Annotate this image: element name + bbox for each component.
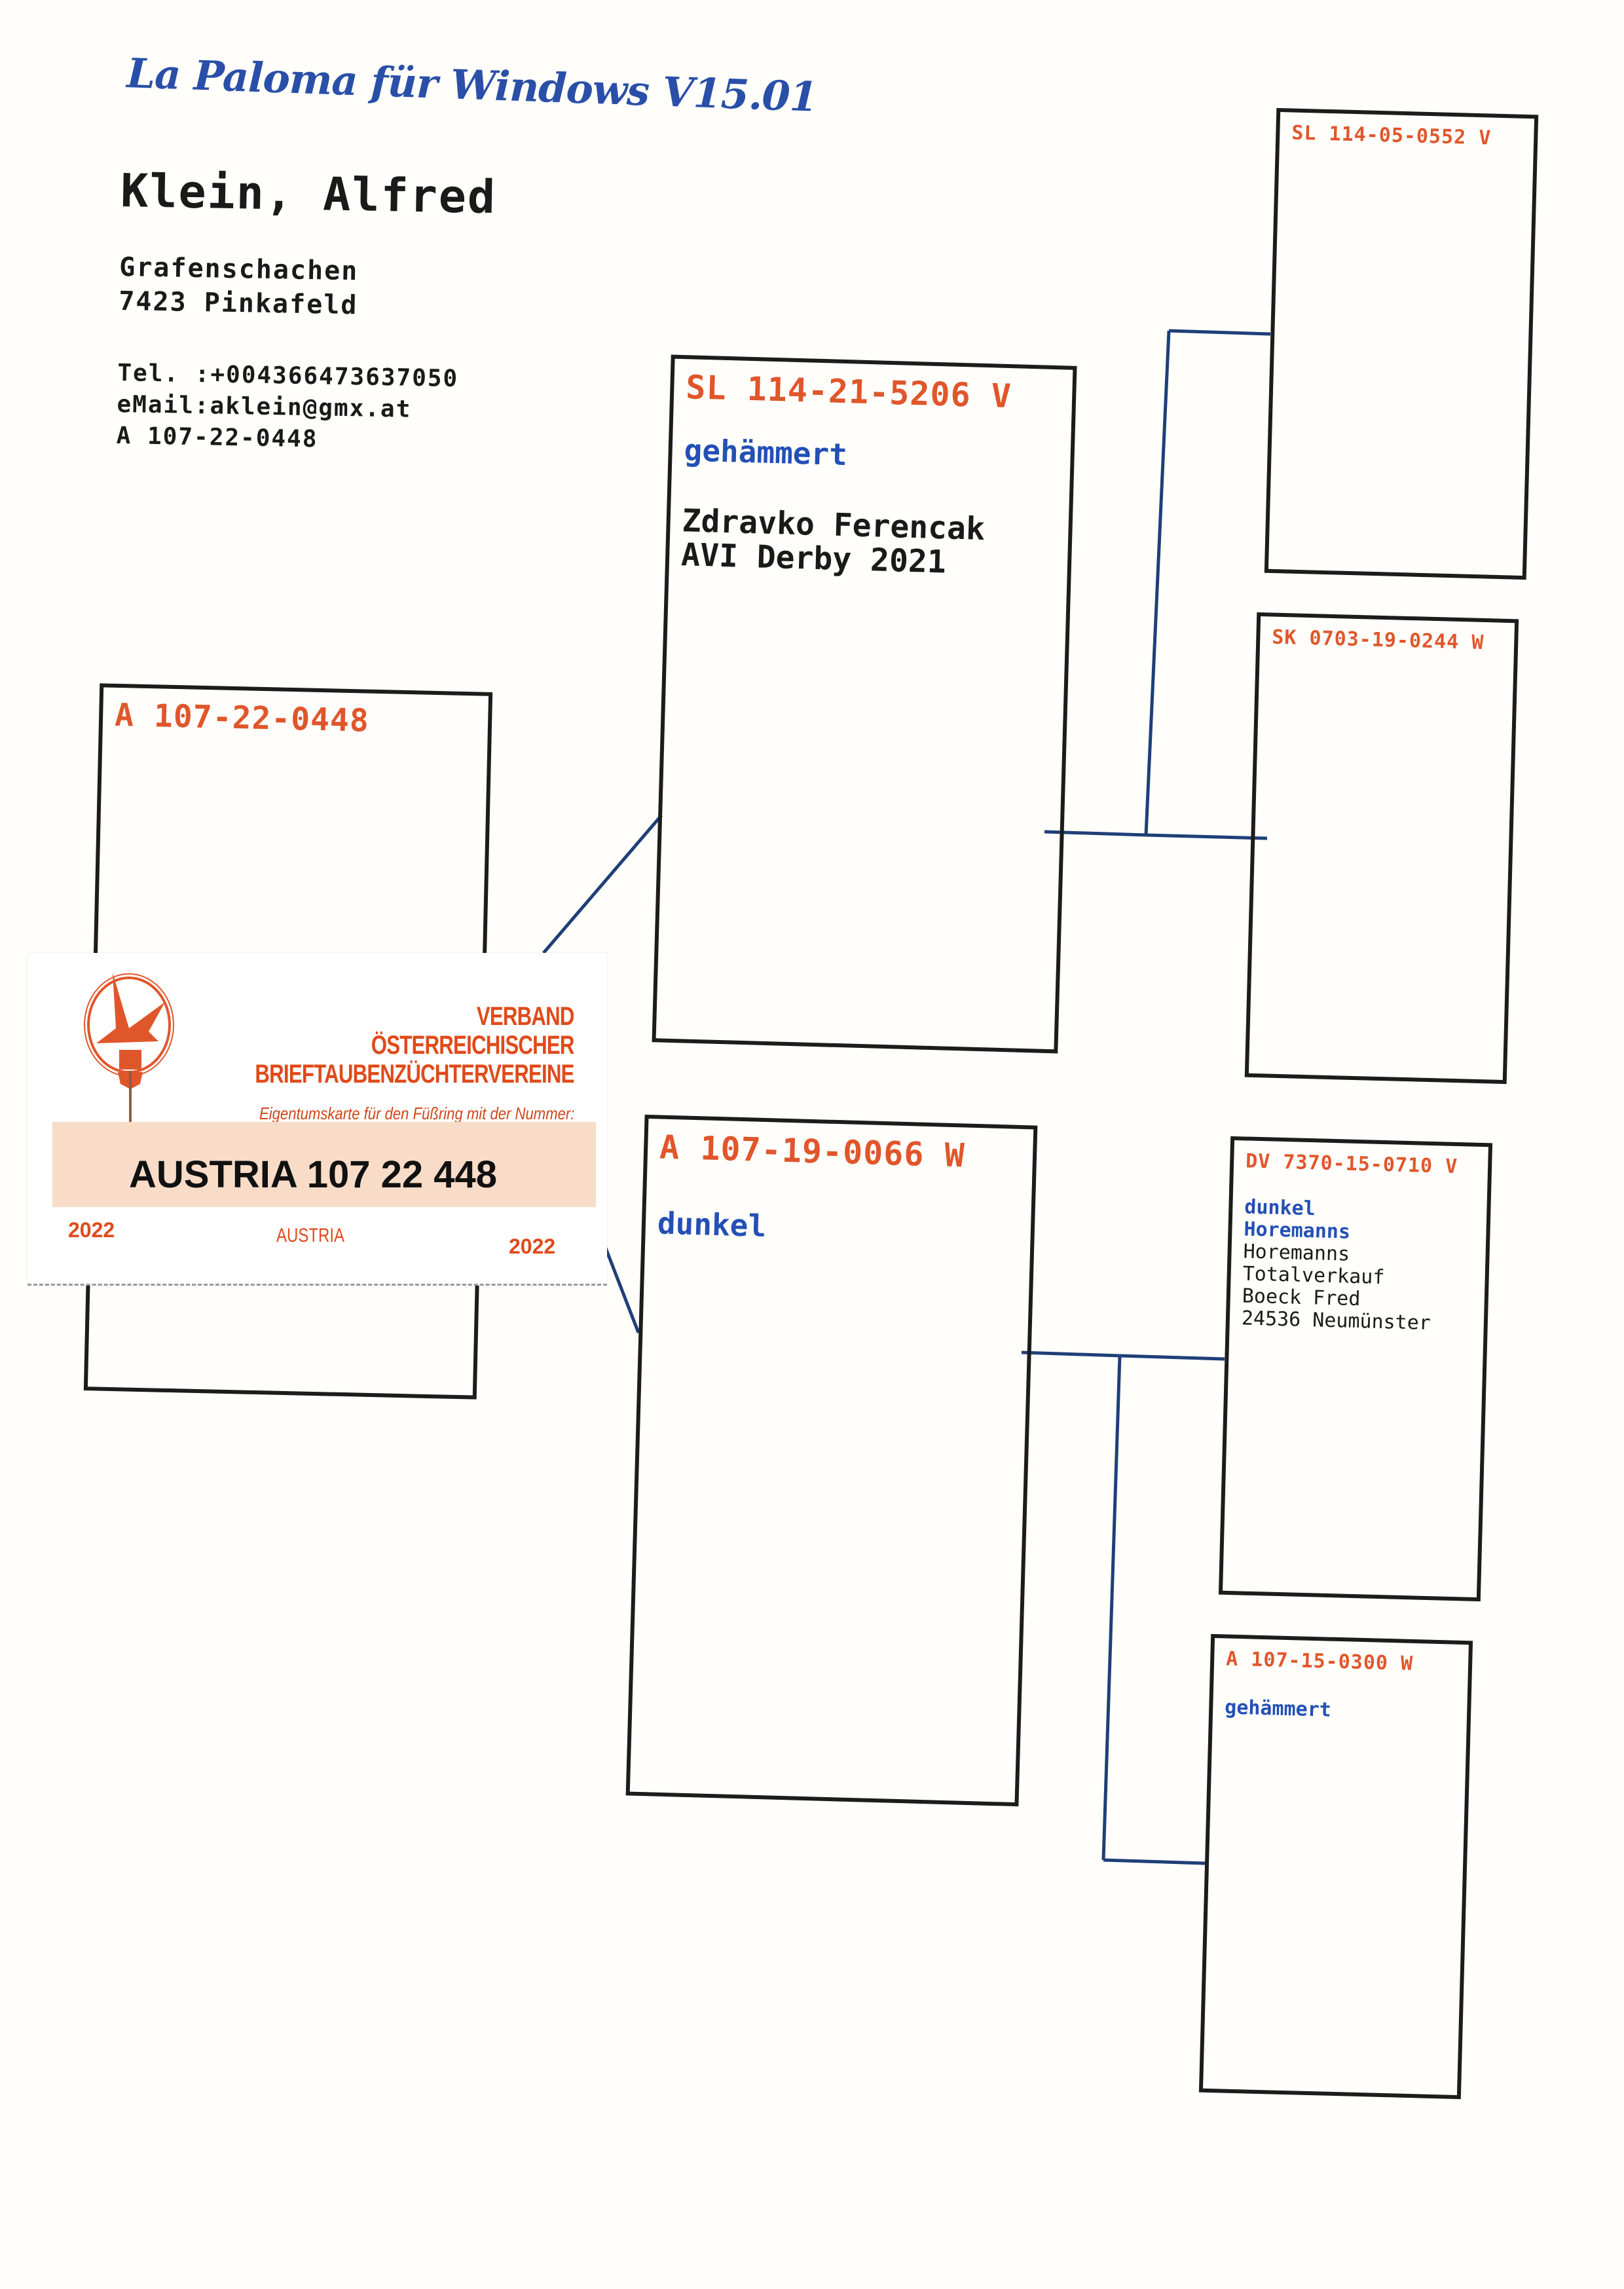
card-subtitle: Eigentumskarte für den Füßring mit der N… <box>259 1104 574 1123</box>
maternal-grandmother-ring: A 107-15-0300 W <box>1225 1647 1414 1675</box>
paternal-grandfather-ring: SL 114-05-0552 V <box>1291 121 1492 150</box>
maternal-grandmother-box[interactable]: A 107-15-0300 W gehämmert <box>1198 1633 1473 2100</box>
owner-name: Klein, Alfred <box>120 164 497 225</box>
subject-ring-number: A 107-22-0448 <box>114 696 370 739</box>
paternal-grandfather-box[interactable]: SL 114-05-0552 V <box>1264 107 1539 580</box>
mother-ring-number: A 107-19-0066 W <box>659 1128 966 1175</box>
card-year-left: 2022 <box>68 1218 115 1242</box>
app-title: La Paloma für Windows V15.01 <box>126 49 819 121</box>
card-ring-number: AUSTRIA 107 22 448 <box>129 1153 498 1196</box>
maternal-grandfather-ring: DV 7370-15-0710 V <box>1245 1149 1458 1178</box>
father-box[interactable]: SL 114-21-5206 V gehämmert Zdravko Feren… <box>652 354 1077 1054</box>
paternal-grandmother-ring: SK 0703-19-0244 W <box>1271 625 1485 654</box>
card-year-right: 2022 <box>509 1235 556 1258</box>
maternal-grandmother-color: gehämmert <box>1224 1696 1332 1722</box>
mother-box[interactable]: A 107-19-0066 W dunkel <box>625 1114 1038 1807</box>
paternal-grandmother-box[interactable]: SK 0703-19-0244 W <box>1244 612 1519 1085</box>
card-number-band <box>52 1122 596 1207</box>
card-organization-name: VERBAND ÖSTERREICHISCHER BRIEFTAUBENZÜCH… <box>255 1002 575 1089</box>
maternal-grandfather-box[interactable]: DV 7370-15-0710 V dunkel Horemanns Horem… <box>1218 1136 1493 1602</box>
father-ring-number: SL 114-21-5206 V <box>685 368 1012 416</box>
owner-block: Klein, Alfred Grafenschachen 7423 Pinkaf… <box>116 164 496 458</box>
mother-color: dunkel <box>657 1205 767 1244</box>
owner-ring: A 107-22-0448 <box>116 422 318 453</box>
owner-city: 7423 Pinkafeld <box>118 286 358 321</box>
pigeon-emblem-icon <box>84 973 174 1133</box>
father-color: gehämmert <box>683 432 848 473</box>
ownership-card: VERBAND ÖSTERREICHISCHER BRIEFTAUBENZÜCH… <box>28 953 607 1286</box>
card-country: AUSTRIA <box>276 1225 345 1246</box>
